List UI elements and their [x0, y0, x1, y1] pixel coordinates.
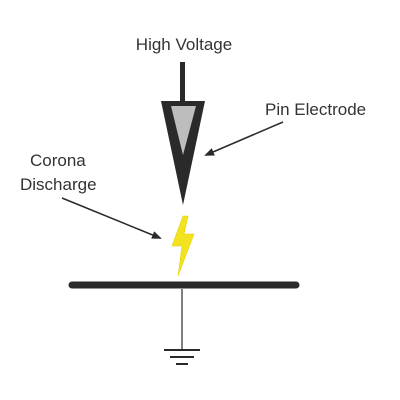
lightning-bolt-icon	[171, 215, 195, 277]
discharge-label: Discharge	[20, 175, 97, 194]
high-voltage-wire	[180, 62, 185, 102]
pin-electrode-arrow	[204, 121, 284, 156]
corona-label: Corona	[30, 151, 86, 170]
ground-icon	[164, 349, 200, 365]
corona-discharge-arrow	[61, 197, 162, 239]
pin-electrode-label: Pin Electrode	[265, 100, 366, 119]
pin-electrode	[161, 101, 205, 205]
high-voltage-label: High Voltage	[136, 35, 232, 54]
